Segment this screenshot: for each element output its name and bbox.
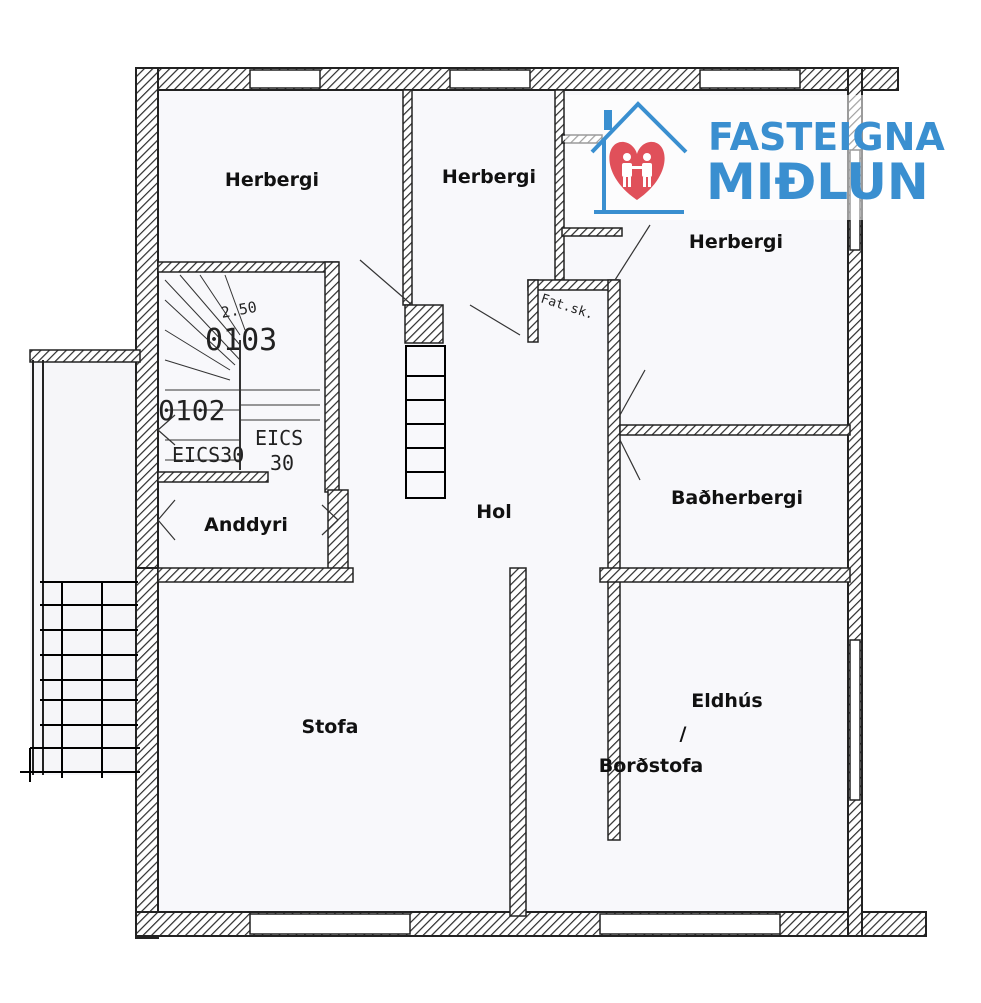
- room-label-hol: Hol: [476, 501, 511, 523]
- exterior-stairs: [20, 581, 140, 782]
- house-icon: [590, 101, 688, 214]
- fire-rating-1: EICS30: [172, 443, 244, 467]
- door-swings: [157, 224, 651, 541]
- balcony-area: [30, 355, 140, 775]
- children-icon: [622, 153, 652, 187]
- room-label-anddyri: Anddyri: [204, 514, 288, 536]
- room-label-herbergi-3: Herbergi: [689, 231, 783, 253]
- interior-walls: [157, 89, 851, 917]
- room-label-badherbergi: Baðherbergi: [671, 487, 803, 509]
- room-label-slash: /: [680, 723, 687, 745]
- exterior-balcony: [29, 349, 141, 775]
- logo-line-2: MIÐLUN: [706, 153, 929, 211]
- loft-ladder: [405, 345, 446, 499]
- room-label-herbergi-1: Herbergi: [225, 169, 319, 191]
- fire-rating-2b: 30: [270, 451, 294, 475]
- room-label-herbergi-2: Herbergi: [442, 166, 536, 188]
- room-label-stofa: Stofa: [302, 716, 359, 738]
- room-label-eldhus: Eldhús: [691, 690, 762, 712]
- stair-height: 2.50: [220, 298, 259, 322]
- internal-stairs: [164, 274, 320, 470]
- fasteigna-midlun-logo: FASTEIGNA MIÐLUN: [565, 95, 965, 220]
- stair-code-0103: 0103: [205, 323, 277, 358]
- logo-line-1: FASTEIGNA: [708, 115, 945, 159]
- stair-code-0102: 0102: [158, 394, 225, 427]
- floor-area: [150, 85, 860, 915]
- room-label-bordstofa: Borðstofa: [599, 755, 704, 777]
- windows: [249, 69, 861, 935]
- fire-rating-2a: EICS: [255, 426, 303, 450]
